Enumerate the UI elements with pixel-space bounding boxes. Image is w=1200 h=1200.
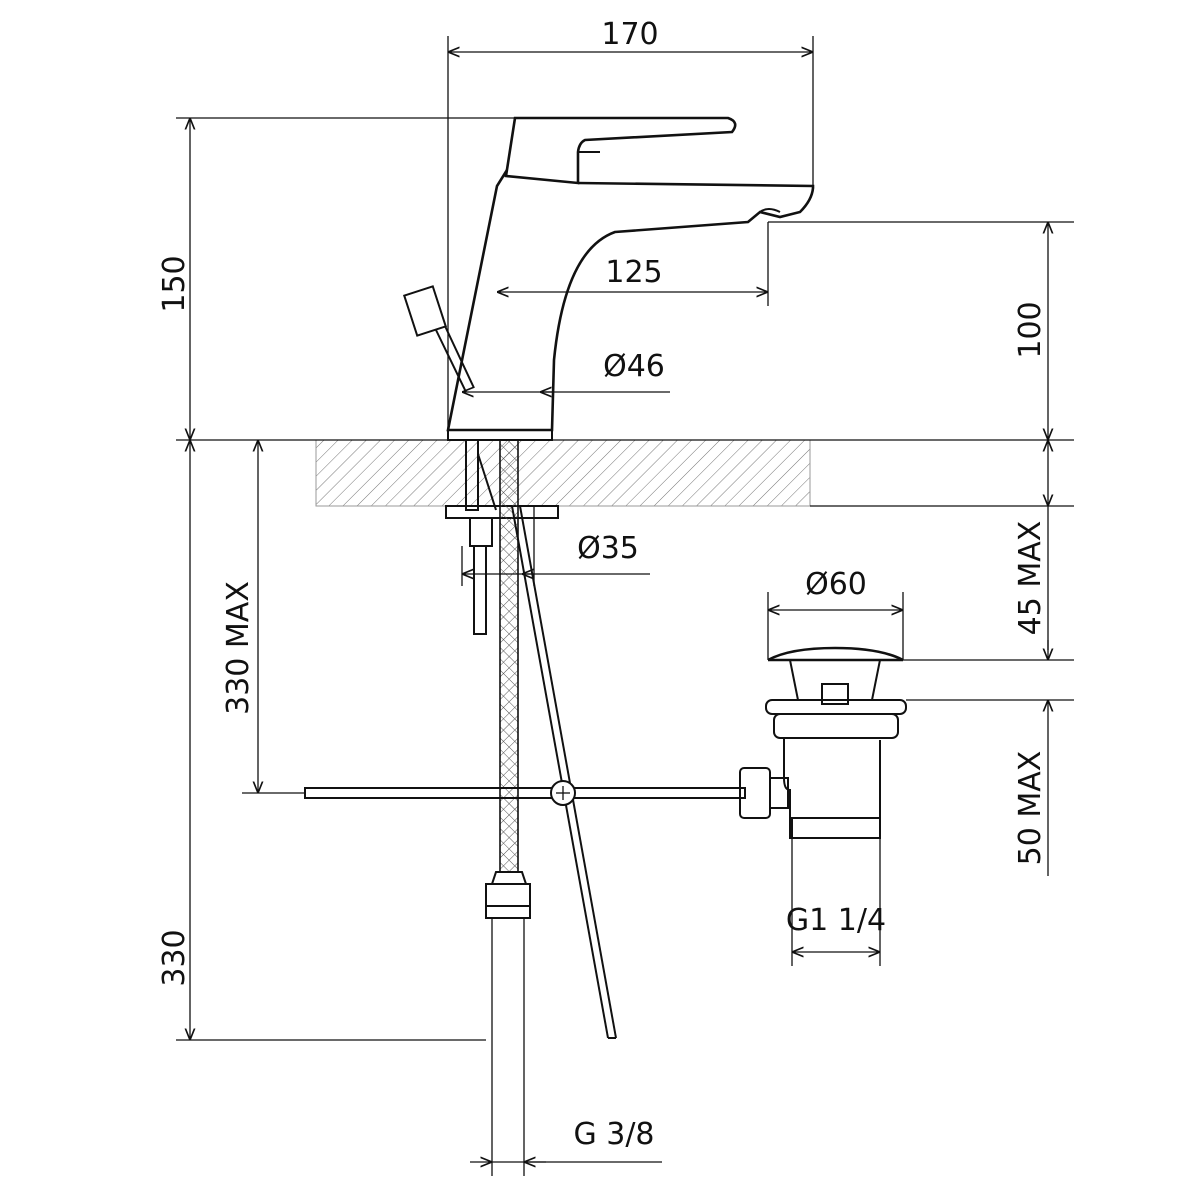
waste-rod: [304, 505, 746, 1039]
label-50-max: 50 MAX: [1013, 751, 1048, 866]
dim-hose-thread: G 3/8: [470, 1117, 662, 1162]
dim-spout-height: 100: [768, 221, 1074, 440]
popup-waste: [739, 646, 907, 839]
faucet-body: [402, 116, 815, 441]
label-d60: Ø60: [805, 567, 867, 602]
dim-total-height: 150: [157, 117, 515, 440]
dim-hole-diameter: Ø35: [461, 506, 650, 586]
dim-body-diameter: Ø46: [462, 349, 670, 392]
label-170: 170: [601, 17, 658, 52]
label-g1-1-4: G1 1/4: [786, 903, 886, 938]
label-330-max: 330 MAX: [221, 581, 256, 715]
dim-spout-reach: 170: [447, 17, 814, 430]
flexible-hose: [485, 439, 531, 1176]
label-100: 100: [1013, 301, 1048, 358]
dim-deck-thickness: 45 MAX: [1013, 440, 1048, 650]
label-125: 125: [605, 255, 662, 290]
dim-waste-height: 50 MAX: [903, 640, 1074, 876]
label-330: 330: [157, 929, 192, 986]
dim-hose-length: 330: [157, 440, 486, 1041]
dim-spout-to-center: 125: [497, 222, 769, 306]
label-g-3-8: G 3/8: [573, 1117, 654, 1152]
dim-waste-thread: G1 1/4: [786, 838, 886, 966]
dim-waste-diameter: Ø60: [767, 567, 904, 660]
label-d46: Ø46: [603, 349, 665, 384]
label-150: 150: [157, 255, 192, 312]
dim-below-deck-max: 330 MAX: [221, 440, 305, 794]
countertop: [176, 439, 1074, 507]
label-45-max: 45 MAX: [1013, 521, 1048, 636]
label-d35: Ø35: [577, 531, 639, 566]
